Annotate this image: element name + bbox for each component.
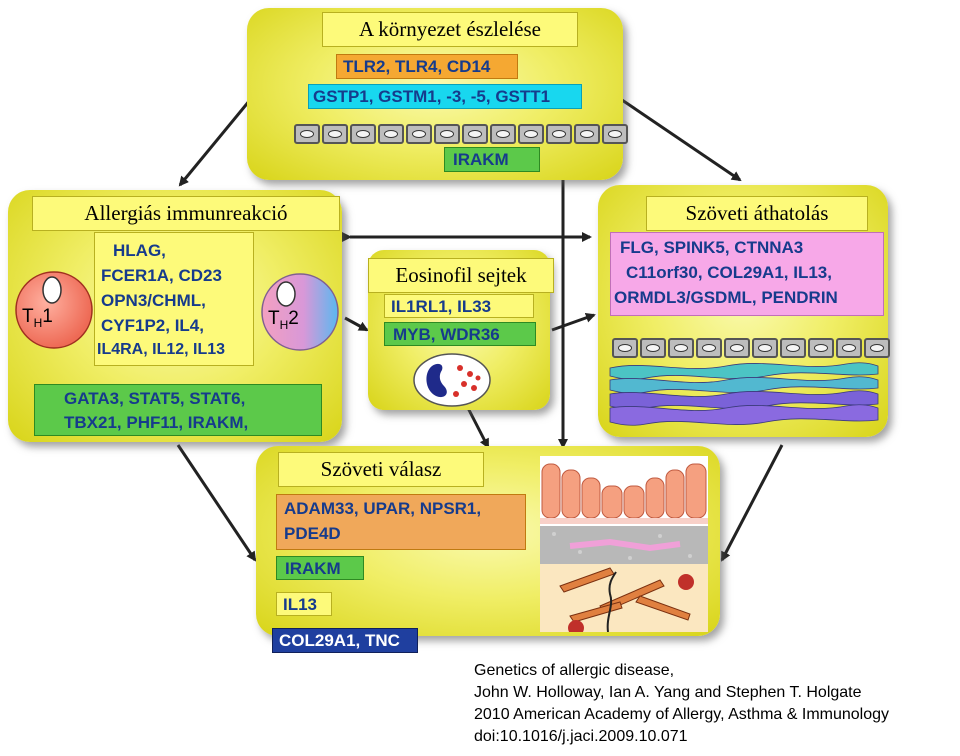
th1-cell-icon (15, 271, 93, 349)
title-tissue-response: Szöveti válasz (278, 452, 484, 487)
arrow-eosinophil-to-bottom (466, 407, 490, 449)
arrow-top-to-right (621, 98, 742, 182)
immune-gene-line-5: IL4RA, IL12, IL13 (97, 341, 226, 358)
immune-gene-line-2: FCER1A, CD23 (101, 266, 222, 285)
title-tissue-permeation: Szöveti áthatolás (646, 196, 868, 231)
immune-gene-line-1: HLAG, (113, 241, 166, 260)
airway-tissue-icon (540, 456, 708, 632)
citation-line-2: John W. Holloway, Ian A. Yang and Stephe… (474, 684, 862, 701)
immune-gene-line-4: CYF1P2, IL4, (101, 316, 204, 335)
box-il13: IL13 (276, 592, 332, 616)
citation-line-3: 2010 American Academy of Allergy, Asthma… (474, 706, 890, 723)
box-col29a1: COL29A1, TNC (272, 628, 418, 653)
immune-gene-line-3: OPN3/CHML, (101, 291, 206, 310)
title-eosinophil: Eosinofil sejtek (368, 258, 554, 293)
title-environment-sensing: A környezet észlelése (322, 12, 578, 47)
transcription-line-2: TBX21, PHF11, IRAKM, (64, 413, 249, 432)
box-irakm-top: IRAKM (444, 147, 540, 172)
box-il1rl1: IL1RL1, IL33 (384, 294, 534, 318)
arrow-eosinophil-to-right (551, 312, 596, 332)
th2-cell-icon (261, 273, 339, 351)
box-irakm-bottom: IRAKM (276, 556, 364, 580)
permeation-gene-line-3: ORMDL3/GSDML, PENDRIN (614, 288, 838, 307)
transcription-line-1: GATA3, STAT5, STAT6, (64, 389, 246, 408)
arrow-left-to-bottom (176, 444, 257, 562)
box-immune-genes (94, 232, 254, 366)
arrow-left-to-eosinophil (344, 316, 369, 332)
permeation-gene-line-2: C11orf30, COL29A1, IL13, (626, 263, 832, 282)
epithelium-cells-right (612, 338, 892, 358)
epithelium-cells-top (294, 124, 630, 144)
arrow-top-to-left (178, 99, 252, 187)
box-permeation-genes (610, 232, 884, 316)
th2-num: 2 (288, 308, 299, 329)
th1-num: 1 (42, 306, 53, 327)
citation-line-4: doi:10.1016/j.jaci.2009.10.071 (474, 728, 688, 745)
title-allergic-immune: Allergiás immunreakció (32, 196, 340, 231)
th1-t: T (22, 306, 34, 327)
eosinophil-cell-icon (413, 353, 491, 407)
citation-line-1: Genetics of allergic disease, (474, 662, 675, 679)
box-myb: MYB, WDR36 (384, 322, 536, 346)
th1-sub: H (33, 315, 43, 330)
tissue-layers-icon (609, 362, 879, 426)
th2-sub: H (279, 317, 289, 332)
th2-t: T (268, 308, 280, 329)
th2-label: TH2 (268, 308, 299, 332)
box-adam33 (276, 494, 526, 550)
adam33-line-2: PDE4D (284, 524, 341, 543)
th1-label: TH1 (22, 306, 53, 330)
box-tlr: TLR2, TLR4, CD14 (336, 54, 518, 79)
arrow-right-to-bottom (720, 444, 784, 562)
box-gst: GSTP1, GSTM1, -3, -5, GSTT1 (308, 84, 582, 109)
box-transcription-factors (34, 384, 322, 436)
adam33-line-1: ADAM33, UPAR, NPSR1, (284, 499, 482, 518)
permeation-gene-line-1: FLG, SPINK5, CTNNA3 (620, 238, 804, 257)
